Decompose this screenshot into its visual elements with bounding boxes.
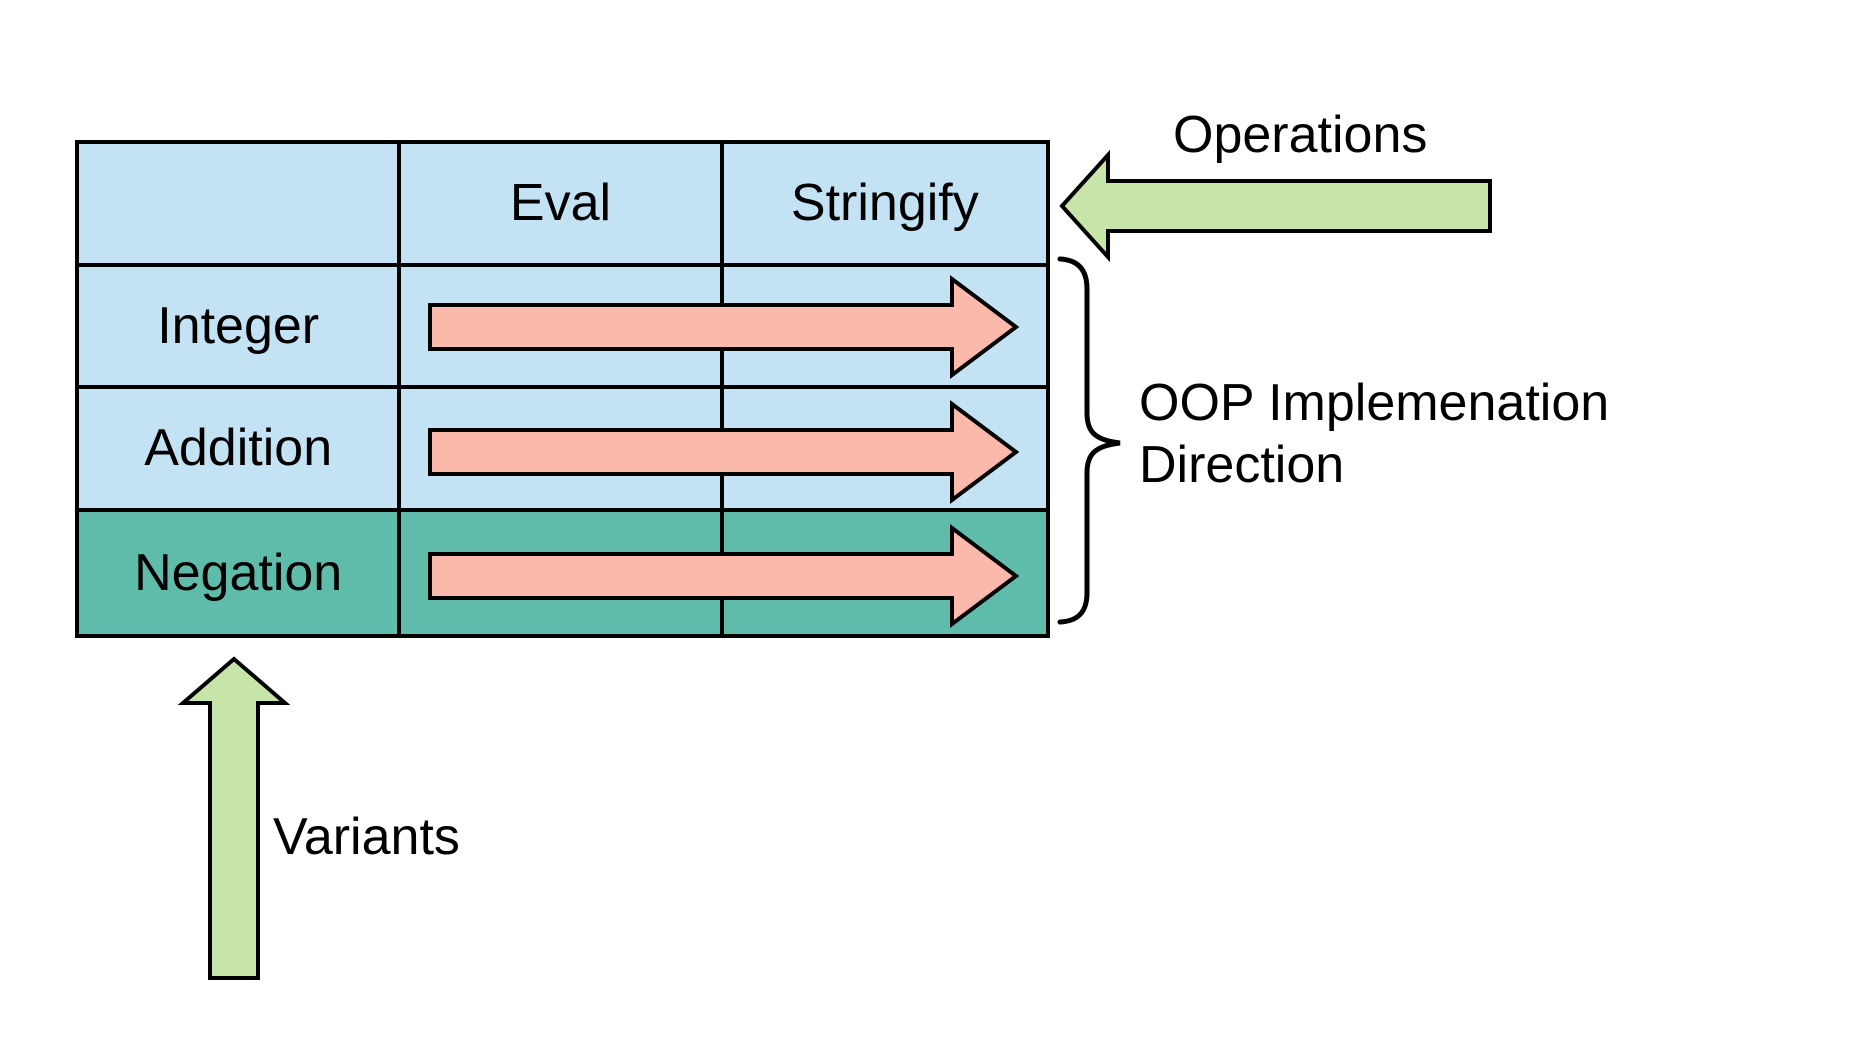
cell-addition-stringify: [723, 389, 1046, 512]
oop-direction-label-line1: OOP Implemenation: [1139, 374, 1610, 432]
oop-direction-label: OOP Implemenation Direction: [1139, 372, 1609, 496]
header-cell-empty: [79, 144, 402, 267]
cell-addition-eval: [401, 389, 724, 512]
row-label-negation: Negation: [79, 511, 402, 634]
variants-label: Variants: [273, 808, 460, 866]
cell-negation-stringify: [723, 511, 1046, 634]
row-label-addition: Addition: [79, 389, 402, 512]
oop-direction-brace: [1057, 256, 1121, 625]
operations-arrow: [1059, 149, 1492, 263]
header-cell-stringify: Stringify: [723, 144, 1046, 267]
cell-integer-stringify: [723, 266, 1046, 389]
row-label-integer: Integer: [79, 266, 402, 389]
cell-integer-eval: [401, 266, 724, 389]
operations-label: Operations: [1173, 106, 1428, 164]
variants-operations-table: Eval Stringify Integer Addition Negation: [75, 140, 1050, 638]
oop-direction-label-line2: Direction: [1139, 436, 1345, 494]
header-cell-eval: Eval: [401, 144, 724, 267]
cell-negation-eval: [401, 511, 724, 634]
variants-arrow: [177, 656, 291, 980]
